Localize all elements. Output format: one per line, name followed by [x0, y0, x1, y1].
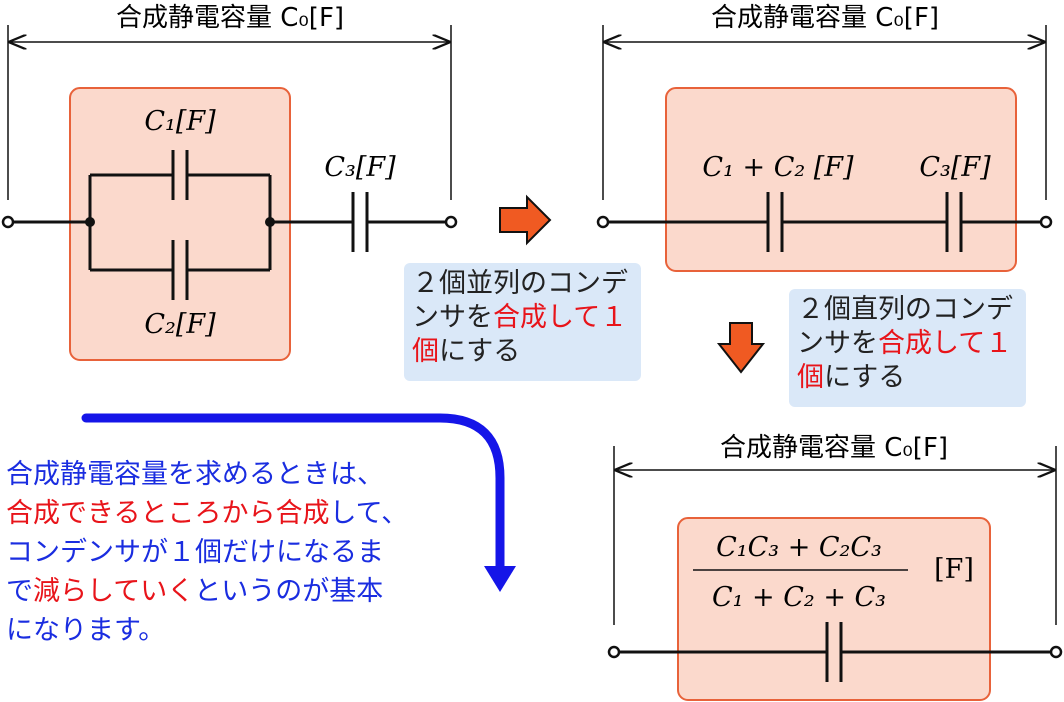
note-series: ２個直列のコンデンサを合成して１個にする [789, 289, 1026, 407]
c1-label: C₁[F] [144, 106, 216, 137]
formula-denominator: C₁ + C₂ + C₃ [712, 582, 886, 613]
explanation-line: になります。 [6, 615, 166, 646]
total-capacitance-label: 合成静電容量 C₀[F] [720, 433, 948, 463]
equivalent-circuit: 合成静電容量 C₀[F] C₁C₃ + C₂C₃ C₁ + C₂ + C₃ [F… [607, 433, 1063, 701]
total-capacitance-label: 合成静電容量 C₀[F] [711, 3, 939, 33]
parallel-group-box [69, 87, 291, 361]
c3-label: C₃[F] [919, 152, 991, 183]
terminal-right [1049, 645, 1063, 659]
terminal-right [1039, 215, 1053, 229]
c3-label: C₃[F] [324, 152, 396, 183]
terminal-right [444, 215, 458, 229]
terminal-left [596, 215, 610, 229]
total-capacitance-label: 合成静電容量 C₀[F] [116, 3, 344, 33]
explanation-line: 合成静電容量を求めるときは、 [6, 459, 384, 490]
capacitor-c3 [270, 192, 446, 252]
capacitor-c2 [90, 240, 270, 300]
blue-curved-arrow-icon [81, 413, 505, 575]
terminal-left [607, 645, 621, 659]
c2-label: C₂[F] [144, 309, 216, 340]
explanation-text: 合成静電容量を求めるときは、 合成できるところから合成して、 コンデンサが１個だ… [6, 455, 486, 650]
blue-arrowhead-icon [484, 566, 516, 592]
formula-unit: [F] [934, 554, 974, 585]
terminal-left [1, 215, 15, 229]
explanation-line: コンデンサが１個だけになるま [6, 537, 384, 568]
step-down-arrow-icon [716, 322, 766, 374]
step-right-arrow-icon [499, 194, 552, 246]
explanation-line: 合成できるところから合成して、 [6, 498, 409, 529]
note-parallel: ２個並列のコンデンサを合成して１個にする [404, 263, 641, 381]
explanation-line: で減らしていくというのが基本 [6, 576, 384, 607]
series-group-box [665, 87, 1017, 272]
c1-plus-c2-label: C₁ + C₂ [F] [702, 152, 854, 183]
right-circuit: 合成静電容量 C₀[F] C₁ + C₂ [F] C₃[F] [596, 3, 1053, 272]
capacitor-c1 [90, 150, 270, 200]
equivalent-box [677, 517, 991, 701]
left-circuit: 合成静電容量 C₀[F] C₁[F] C₂[F] [1, 3, 458, 361]
formula-numerator: C₁C₃ + C₂C₃ [716, 532, 882, 563]
